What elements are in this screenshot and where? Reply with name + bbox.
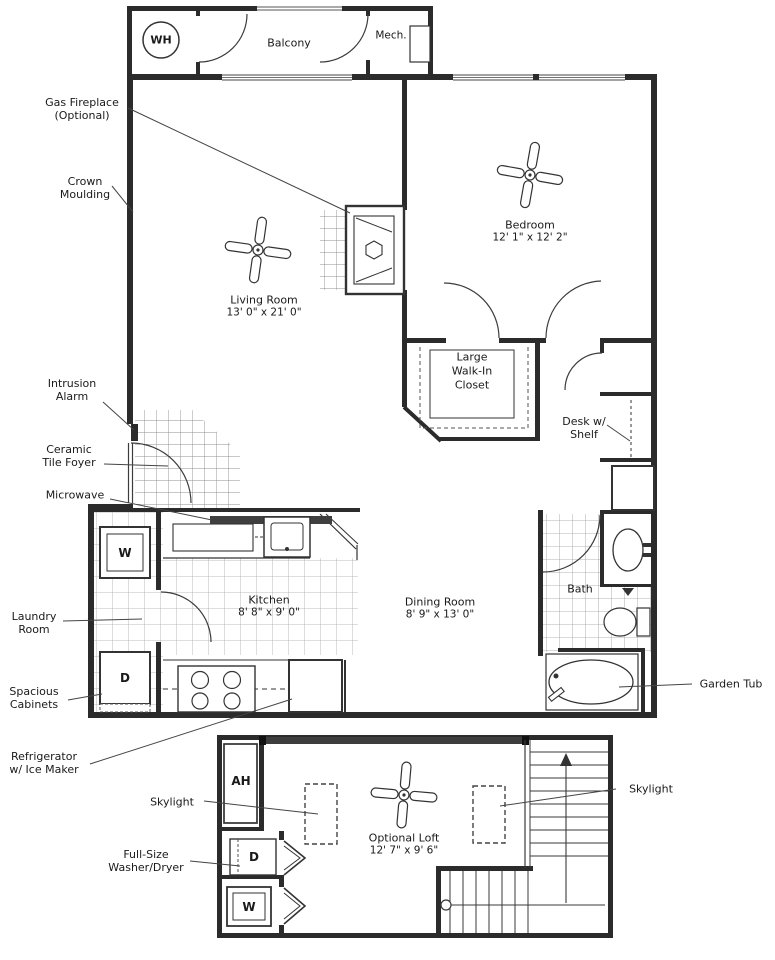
- loft-washer-label: W: [242, 900, 256, 914]
- laundry-fixtures: [99, 526, 151, 713]
- callout-skylight-right: Skylight: [629, 782, 673, 796]
- foyer-tile-floor: [135, 410, 240, 508]
- callout-desk-w-shelf: Desk w/ Shelf: [562, 414, 606, 441]
- loft-dryer-label: D: [249, 850, 259, 864]
- gas-fireplace: [344, 204, 406, 296]
- leader-intrusion-alarm: [102, 401, 135, 431]
- callout-intrusion-alarm: Intrusion Alarm: [47, 376, 97, 403]
- bath-sink: [612, 528, 644, 572]
- dryer-label: D: [120, 671, 130, 685]
- leader-spacious-cabinets: [67, 693, 103, 701]
- laundry-door: [160, 591, 212, 643]
- sink-faucet: [285, 547, 289, 551]
- leader-desk-shelf: [606, 424, 631, 442]
- mech-room-door: [319, 13, 369, 63]
- air-handler-label: AH: [231, 774, 251, 788]
- loft-fixtures: [223, 736, 529, 927]
- dining-room-dims: 8' 9" x 13' 0": [405, 608, 475, 621]
- bath-label: Bath: [567, 582, 593, 596]
- callout-crown-moulding: Crown Moulding: [59, 174, 111, 201]
- optional-loft-name: Optional Loft: [368, 831, 440, 845]
- stairs: [440, 740, 608, 933]
- leader-laundry-room: [62, 618, 143, 622]
- bedroom-door: [545, 280, 602, 339]
- leader-ceramic-tile-foyer: [103, 463, 169, 467]
- leader-skylight-left: [203, 800, 319, 815]
- bath-fixtures: [545, 528, 651, 711]
- living-room-name: Living Room: [230, 293, 298, 307]
- bedroom-dims: 12' 1" x 12' 2": [492, 231, 568, 244]
- stove: [177, 665, 256, 713]
- bedroom-ceiling-fan-icon: [491, 136, 569, 214]
- callout-refrigerator: Refrigerator w/ Ice Maker: [9, 749, 79, 776]
- up-arrow-icon: [560, 753, 572, 766]
- dining-room-name: Dining Room: [404, 595, 476, 609]
- callout-ceramic-tile-foyer: Ceramic Tile Foyer: [42, 442, 96, 469]
- dining-room-label: Dining Room 8' 9" x 13' 0": [405, 596, 475, 621]
- entry-door: [130, 442, 192, 504]
- callout-microwave: Microwave: [45, 488, 105, 502]
- walk-in-closet-label: Large Walk-In Closet: [451, 350, 493, 391]
- wh-room-door: [198, 13, 248, 63]
- closet-shelving: [419, 347, 529, 429]
- garden-tub-shape: [548, 659, 634, 705]
- air-handler-box: [223, 743, 258, 824]
- refrigerator-box: [288, 659, 343, 713]
- optional-loft-dims: 12' 7" x 9' 6": [369, 844, 439, 857]
- leader-gas-fireplace: [127, 107, 351, 214]
- callout-spacious-cabinets: Spacious Cabinets: [9, 684, 59, 711]
- kitchen-dims: 8' 8" x 9' 0": [238, 606, 300, 619]
- bifold-doors: [283, 840, 307, 925]
- shelf-cabinet: [611, 465, 655, 511]
- bedroom-name: Bedroom: [505, 218, 555, 232]
- callout-garden-tub: Garden Tub: [699, 677, 763, 691]
- living-ceiling-fan-icon: [220, 212, 296, 288]
- leader-lines: [62, 107, 693, 867]
- leader-full-size-wd: [189, 860, 241, 867]
- skylight-left-outline: [304, 783, 338, 845]
- loft-ceiling-fan-icon: [367, 758, 441, 832]
- living-room-label: Living Room 13' 0" x 21' 0": [226, 294, 301, 319]
- closet-door: [443, 282, 500, 339]
- water-heater-label: WH: [150, 33, 172, 47]
- kitchen-name: Kitchen: [248, 593, 290, 607]
- washer-label: W: [118, 546, 132, 560]
- closet-angled-wall: [402, 405, 443, 443]
- mech-room-label: Mech.: [375, 29, 407, 42]
- kitchen-fixtures: [163, 513, 359, 713]
- leader-skylight-right: [499, 788, 617, 807]
- cabinet-dashed: [99, 703, 151, 713]
- callout-gas-fireplace: Gas Fireplace (Optional): [45, 95, 119, 122]
- toilet: [603, 607, 637, 637]
- leader-crown-moulding: [111, 185, 134, 213]
- fireplace-hearth-tile: [320, 210, 346, 290]
- callout-full-size-washer-dryer: Full-Size Washer/Dryer: [108, 847, 184, 874]
- callout-skylight-left: Skylight: [150, 795, 194, 809]
- callout-laundry-room: Laundry Room: [11, 609, 57, 636]
- bath-door: [542, 514, 601, 573]
- kitchen-label: Kitchen 8' 8" x 9' 0": [238, 594, 300, 619]
- mech-equipment: [409, 25, 431, 63]
- leader-microwave: [109, 498, 213, 521]
- living-room-dims: 13' 0" x 21' 0": [226, 306, 302, 319]
- newel-post: [440, 899, 452, 911]
- bedroom-label: Bedroom 12' 1" x 12' 2": [492, 219, 567, 244]
- leader-refrigerator: [89, 698, 293, 765]
- loft-rail-band: [266, 737, 522, 744]
- balcony-label: Balcony: [267, 36, 311, 50]
- water-heater-circle: [142, 21, 180, 59]
- windows: [222, 6, 625, 81]
- optional-loft-label: Optional Loft 12' 7" x 9' 6": [369, 832, 440, 857]
- desk-nook-door: [564, 352, 603, 391]
- skylight-right-outline: [472, 785, 506, 844]
- doors: [127, 13, 603, 643]
- leader-garden-tub: [618, 683, 693, 688]
